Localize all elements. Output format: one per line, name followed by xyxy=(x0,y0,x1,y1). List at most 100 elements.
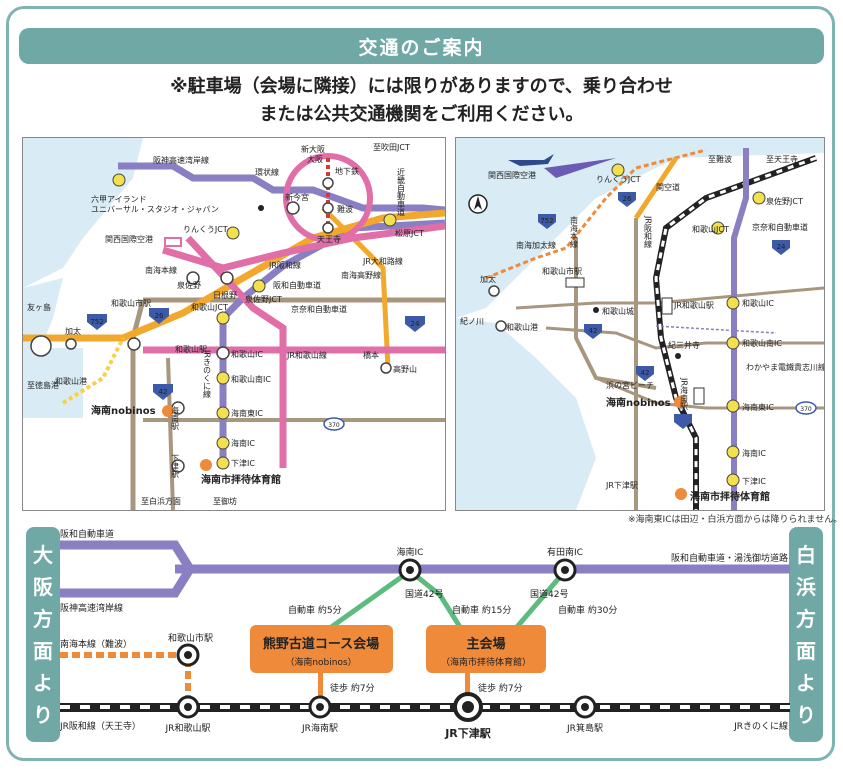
walk-7min-b-label: 徒歩 約7分 xyxy=(478,682,523,694)
wakayama-port-label: 和歌山港 xyxy=(55,376,87,386)
jr-kinokuni-label: JRきのくに線 xyxy=(733,720,788,732)
venue-box-main xyxy=(426,625,546,673)
subway-label: 地下鉄 xyxy=(335,166,359,176)
route-752-shield: 752 xyxy=(90,318,103,326)
kainan-ic-label: 海南IC xyxy=(742,448,766,458)
usj-label: ユニバーサル・スタジオ・ジャパン xyxy=(91,205,219,214)
parking-notice-line2: または公共交通機関をご利用ください。 xyxy=(259,104,584,125)
route-26-shield: 26 xyxy=(155,312,164,320)
kimiidera-label: 紀三井寺 xyxy=(668,340,700,350)
from-osaka-tab: 大阪方面より xyxy=(26,527,60,742)
wakayama-port-label: 和歌山港 xyxy=(506,322,538,332)
venue-kumano-name: 熊野古道コース会場 xyxy=(263,636,379,652)
jr-kainan-st-label: JR海南駅 xyxy=(301,722,338,734)
to-tennoji-label: 至天王寺 xyxy=(766,155,798,164)
gym-label: 海南市拝待体育館 xyxy=(690,490,770,503)
to-tokushima-label: 至徳島港 xyxy=(27,380,59,390)
kainan-nobinos-label: 海南nobinos xyxy=(91,404,156,417)
kinki-expwy-label: 近畿自動車道 xyxy=(397,167,406,217)
wide-area-map: 752 26 24 42 370 阪神高速湾岸線 環状線 新大阪 大阪 地下鉄 … xyxy=(22,137,446,511)
from-shirahama-char: 浜 xyxy=(796,574,816,599)
parking-notice-line1: ※駐車場（会場に隣接）には限りがありますので、乗り合わせ xyxy=(170,76,673,97)
kada-label: 加太 xyxy=(65,326,81,336)
tennoji-label: 天王寺 xyxy=(317,235,341,244)
izumisano-label: 泉佐野 xyxy=(177,280,201,290)
keiwa-expwy-label: 京奈和自動車道 xyxy=(752,222,808,232)
jr-wakayama-line-label: JR和歌山線 xyxy=(286,350,327,360)
wakayama-minami-ic-label: 和歌山南IC xyxy=(742,338,782,348)
izumisano-jct-label: 泉佐野JCT xyxy=(766,196,803,206)
route42-a-label: 国道42号 xyxy=(405,588,443,600)
rinku-jct-label: りんくうJCT xyxy=(183,225,228,234)
route-diagram: 熊野古道コース会場 （海南nobinos） 主会場 （海南市拝待体育館） 阪和自… xyxy=(60,528,790,740)
wakayamashi-st-label: 和歌山市駅 xyxy=(168,632,213,644)
route-24-shield: 24 xyxy=(777,243,786,251)
loop-line-label: 環状線 xyxy=(255,167,279,177)
koyasan-label: 高野山 xyxy=(393,364,417,374)
jr-hanwa-label: JR阪和線 xyxy=(644,215,653,248)
wakayama-ic-label: 和歌山IC xyxy=(231,349,263,359)
exit-footnote: ※海南東ICは田辺・白浜方面からは降りられません。 xyxy=(628,515,843,525)
from-osaka-char: り xyxy=(33,702,53,727)
wakayama-ic-label: 和歌山IC xyxy=(742,298,774,308)
from-osaka-char: 面 xyxy=(33,638,53,663)
hamanomiya-label: 浜の宮ビーチ xyxy=(606,380,654,390)
route-42-shield-b: 42 xyxy=(641,369,650,377)
from-shirahama-char: 白 xyxy=(796,542,816,567)
shimotsu-st-label: 下津駅 xyxy=(171,454,180,479)
rokko-island-label: 六甲アイランド xyxy=(91,194,147,204)
nankai-main-label: 南海本線 xyxy=(145,265,177,275)
kainan-nobinos-label: 海南nobinos xyxy=(606,396,671,409)
hanshin-highway-label: 阪神高速湾岸線 xyxy=(153,155,209,165)
nankai-main-label: 南海本線 xyxy=(570,215,579,248)
venue-box-kumano xyxy=(250,625,393,673)
jr-wakayama-st-label: JR和歌山駅 xyxy=(673,300,714,310)
kainan-ic-label: 海南IC xyxy=(397,546,424,558)
from-shirahama-char: 方 xyxy=(796,606,816,631)
kada-label: 加太 xyxy=(480,274,496,284)
nankai-koya-label: 南海高野線 xyxy=(341,270,381,280)
suita-jct-label: 至吹田JCT xyxy=(373,142,410,152)
jr-kinokuni-label: JRきのくに線 xyxy=(203,349,212,398)
wakayama-dentetsu-label: わかやま電鐵貴志川線 xyxy=(746,362,824,372)
kinokawa-label: 紀ノ川 xyxy=(460,316,484,326)
airplane-icon xyxy=(508,154,554,166)
from-osaka-char: よ xyxy=(33,670,53,695)
route-370-shield: 370 xyxy=(800,406,812,413)
shinimamiya-label: 新今宮 xyxy=(285,192,309,202)
to-gobo-label: 至御坊 xyxy=(213,496,237,506)
kainan-st-label: 海南駅 xyxy=(171,405,180,431)
from-shirahama-char: 面 xyxy=(796,638,816,663)
jr-shimotsu-label: JR下津駅 xyxy=(605,480,638,490)
jr-hanwa-label: JR阪和線（天王寺） xyxy=(60,720,141,732)
car-30min-label: 自動車 約30分 xyxy=(558,604,617,616)
from-shirahama-char: よ xyxy=(796,670,816,695)
car-15min-label: 自動車 約15分 xyxy=(452,604,511,616)
izumisano-jct-label: 泉佐野JCT xyxy=(245,294,282,304)
wakayama-st-label: 和歌山駅 xyxy=(175,344,207,354)
guide-frame xyxy=(6,6,835,761)
route-42-shield: 42 xyxy=(159,388,168,396)
nankai-main-label: 南海本線（難波） xyxy=(60,638,132,650)
jr-wakayama-st-label: JR和歌山駅 xyxy=(165,722,211,734)
shimotsu-ic-label: 下津IC xyxy=(742,476,766,486)
wakayama-jct-label: 和歌山JCT xyxy=(191,302,228,312)
hanshin-wangan-label: 阪神高速湾岸線 xyxy=(60,602,123,614)
venue-main-sub: （海南市拝待体育館） xyxy=(441,656,531,668)
hanwa-expwy-label: 阪和自動車道 xyxy=(273,280,321,290)
right-expwy-label: 阪和自動車道・湯浅御坊道路 xyxy=(671,552,788,564)
local-area-map: 752 26 24 42 42 370 関西国際空港 りんくうJCT 至難波 至… xyxy=(455,137,825,511)
nankai-kada-label: 南海加太線 xyxy=(516,240,556,250)
walk-7min-a-label: 徒歩 約7分 xyxy=(330,682,375,694)
kankuu-road-label: 関空道 xyxy=(656,182,680,192)
gym-label: 海南市拝待体育館 xyxy=(201,473,281,486)
kainan-higashi-ic-label: 海南東IC xyxy=(742,402,774,412)
wakayama-minami-ic-label: 和歌山南IC xyxy=(231,374,271,384)
jr-yamatoji-label: JR大和路線 xyxy=(362,256,403,266)
jr-minoshima-st-label: JR箕島駅 xyxy=(566,722,603,734)
keiwa-expwy-label: 京奈和自動車道 xyxy=(291,304,347,314)
jr-shimotsu-st-label: JR下津駅 xyxy=(444,726,491,740)
kix-label: 関西国際空港 xyxy=(105,234,153,244)
kix-label: 関西国際空港 xyxy=(488,170,536,180)
route-752-shield: 752 xyxy=(540,217,553,225)
